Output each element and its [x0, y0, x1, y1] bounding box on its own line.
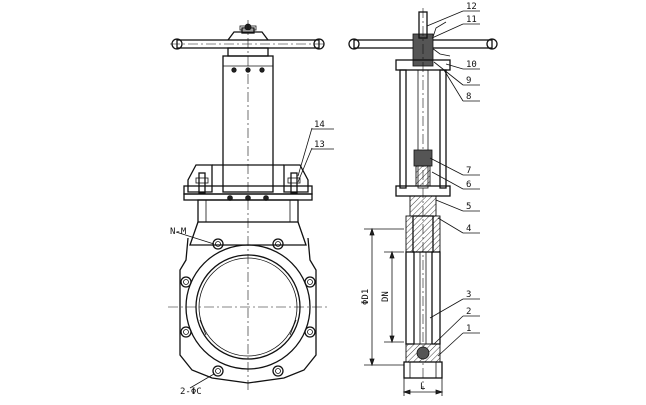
dim-nm-label: N-M [170, 227, 187, 237]
dim-phid1-label: ΦD1 [361, 289, 371, 305]
part-label-2: 2 [466, 307, 471, 317]
part-label-11: 11 [466, 15, 477, 25]
side-leaders [426, 10, 480, 357]
dim-dn [384, 250, 404, 344]
part-label-4: 4 [466, 224, 471, 234]
dim-l-label: L [420, 382, 425, 392]
part-label-10: 10 [466, 60, 477, 70]
side-packing [409, 195, 437, 217]
part-label-12: 12 [466, 2, 477, 12]
dim-phid1 [364, 227, 404, 367]
part-label-6: 6 [466, 180, 471, 190]
side-body [403, 215, 443, 379]
dim-l [402, 378, 444, 396]
side-view [348, 8, 498, 396]
part-label-7: 7 [466, 166, 471, 176]
part-label-14: 14 [314, 120, 325, 130]
part-label-9: 9 [466, 76, 471, 86]
side-stem-coupling [413, 149, 433, 167]
part-label-1: 1 [466, 324, 471, 334]
part-label-13: 13 [314, 140, 325, 150]
dim-dn-label: DN [381, 291, 391, 302]
front-view [168, 20, 334, 392]
part-label-3: 3 [466, 290, 471, 300]
part-label-8: 8 [466, 92, 471, 102]
part-label-5: 5 [466, 202, 471, 212]
dim-zphi-label: 2-ΦC [180, 387, 202, 397]
